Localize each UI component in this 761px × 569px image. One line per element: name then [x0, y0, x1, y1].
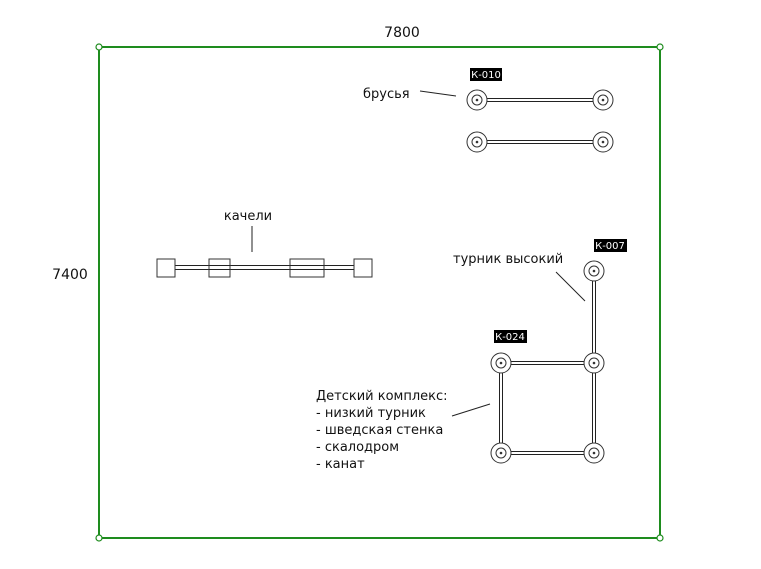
code-badge-text: К-024: [495, 332, 525, 343]
post-circle-icon: [490, 442, 512, 464]
code-badge: [594, 239, 627, 252]
width-dimension: 7800: [384, 25, 420, 41]
site-boundary: [98, 46, 661, 539]
swing: качели: [156, 209, 373, 278]
corner-node-icon: [95, 534, 103, 542]
parallel-bars: К-010 брусья: [363, 68, 614, 153]
code-badge: [470, 68, 502, 81]
complex-item: - канат: [316, 457, 365, 472]
swing-seat-icon: [289, 258, 325, 278]
post-circle-icon: [592, 131, 614, 153]
code-badge-text: К-010: [471, 70, 501, 81]
swing-post-icon: [156, 258, 176, 278]
height-dimension: 7400: [52, 267, 88, 283]
complex-title: Детский комплекс:: [316, 389, 448, 404]
corner-node-icon: [656, 534, 664, 542]
post-circle-icon: [592, 89, 614, 111]
post-circle-icon: [466, 89, 488, 111]
post-circle-icon: [583, 260, 605, 282]
swing-label: качели: [224, 209, 272, 224]
bars-label: брусья: [363, 87, 410, 102]
post-circle-icon: [466, 131, 488, 153]
post-circle-icon: [490, 352, 512, 374]
code-badge: [494, 330, 527, 343]
post-circle-icon: [583, 352, 605, 374]
corner-node-icon: [656, 43, 664, 51]
swing-seat-icon: [208, 258, 231, 278]
swing-post-icon: [353, 258, 373, 278]
complex-item: - низкий турник: [316, 406, 426, 421]
high-bar-label: турник высокий: [453, 252, 563, 267]
code-badge-text: К-007: [595, 241, 625, 252]
complex-item: - шведская стенка: [316, 423, 443, 438]
complex-item: - скалодром: [316, 440, 399, 455]
children-complex: К-024 Детский комплекс: - низкий турник …: [316, 330, 594, 472]
corner-node-icon: [95, 43, 103, 51]
post-circle-icon: [583, 442, 605, 464]
